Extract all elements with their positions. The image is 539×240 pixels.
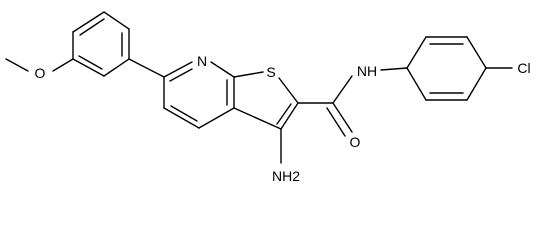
thiophene-sulfur-label: S	[266, 64, 275, 80]
pyridine-nitrogen-label: N	[197, 53, 207, 69]
bond	[198, 107, 235, 129]
bond	[280, 102, 299, 130]
carboxamide-group: O NH	[297, 63, 408, 150]
bond	[406, 36, 427, 69]
bond	[78, 55, 103, 70]
thiophene-ring: S	[233, 64, 299, 130]
amino-label: NH2	[272, 168, 300, 184]
bond	[233, 107, 282, 130]
molecule-drawing: O N S NH2 O NH	[5, 11, 531, 184]
bond	[210, 61, 235, 78]
bond	[79, 18, 105, 36]
bond	[233, 71, 264, 78]
amino-group: NH2	[272, 128, 300, 184]
bond	[326, 107, 346, 137]
aryl-pyridine-bond	[128, 58, 165, 78]
bond	[406, 67, 427, 101]
bond	[170, 105, 198, 122]
pyridine-ring: N	[163, 53, 235, 129]
bond	[72, 11, 105, 33]
bond	[163, 107, 200, 129]
bond	[72, 58, 105, 77]
bond	[52, 58, 74, 72]
chlorophenyl-ring: Cl	[406, 36, 531, 101]
bond	[169, 68, 193, 82]
methoxyphenyl-ring	[72, 11, 130, 77]
bond	[163, 61, 193, 78]
bond	[332, 102, 353, 133]
amide-nitrogen-label: NH	[357, 63, 377, 79]
chlorine-label: Cl	[517, 60, 530, 76]
bond	[332, 75, 353, 104]
bond	[103, 58, 130, 77]
carbonyl-oxygen-label: O	[350, 134, 361, 150]
bond	[276, 103, 292, 125]
bond	[466, 67, 487, 101]
bond	[5, 58, 29, 72]
methoxy-oxygen-label: O	[35, 65, 46, 81]
structure-canvas: O N S NH2 O NH	[5, 11, 531, 184]
bond	[466, 36, 487, 69]
bond	[380, 67, 408, 71]
bond	[278, 77, 299, 104]
methoxy-group: O	[5, 58, 74, 81]
bond	[103, 11, 130, 30]
